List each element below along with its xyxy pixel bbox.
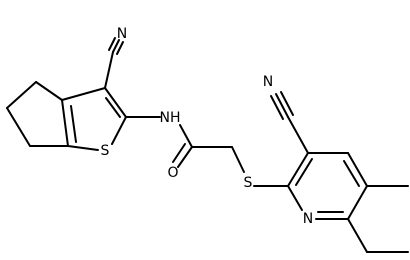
bond-triple-1 — [112, 39, 120, 53]
nitrile-thiophene — [104, 37, 124, 89]
bond-nh-carbonyl — [179, 124, 193, 148]
bond-c3a-c6a — [61, 99, 69, 147]
bond-ethyl-1 — [347, 218, 368, 253]
amide-linker — [125, 116, 245, 173]
thiophene-s-label: S — [101, 143, 110, 159]
bond-c4py-c5py-inner — [343, 160, 360, 187]
thioether-s-label: S — [244, 175, 253, 191]
bond-s-c6a — [67, 145, 99, 151]
bond-c4-c5 — [6, 81, 37, 109]
bond-c4py-c5py — [347, 152, 368, 187]
bond-c2-s — [111, 116, 127, 145]
bond-c5-c6 — [6, 107, 31, 147]
bond-ch2-s — [231, 146, 245, 173]
thiophene-ring — [61, 87, 127, 151]
amide-nh-label: NH — [160, 110, 181, 126]
bond-triple-py-3 — [280, 91, 294, 116]
bond-npy-c2py — [287, 185, 303, 211]
nitrile-pyridine — [270, 91, 309, 154]
alkyl-substituents — [347, 185, 409, 253]
nitrile-n-thiophene-label: N — [117, 26, 127, 42]
pyridine-ring — [253, 152, 368, 220]
bond-c2py-c3py-inner — [295, 158, 313, 186]
bond-c3a-c4 — [35, 81, 63, 101]
bond-c5py-c6py — [347, 185, 368, 220]
bond-c2py-c3py — [287, 152, 309, 187]
bond-c3a-c3 — [61, 87, 106, 101]
bond-triple-3 — [116, 41, 124, 55]
bond-carbonyl-o-double — [172, 143, 186, 163]
carbonyl-o-label: O — [167, 165, 178, 181]
cyclopentane-ring — [6, 81, 69, 147]
bond-c3-cn — [104, 51, 114, 89]
bond-c3-c2 — [104, 87, 127, 118]
bond-c3a-c6a-inner — [70, 105, 77, 143]
bond-triple-2 — [108, 37, 116, 51]
bond-carbonyl-o — [177, 146, 193, 168]
bond-triple-py-1 — [275, 93, 289, 118]
bond-c3py-cn — [287, 116, 309, 154]
nitrile-n-pyridine-label: N — [263, 74, 273, 90]
pyridine-n-label: N — [303, 211, 313, 227]
bond-triple-py-2 — [270, 95, 284, 120]
bond-c3-c2-inner — [105, 97, 121, 118]
